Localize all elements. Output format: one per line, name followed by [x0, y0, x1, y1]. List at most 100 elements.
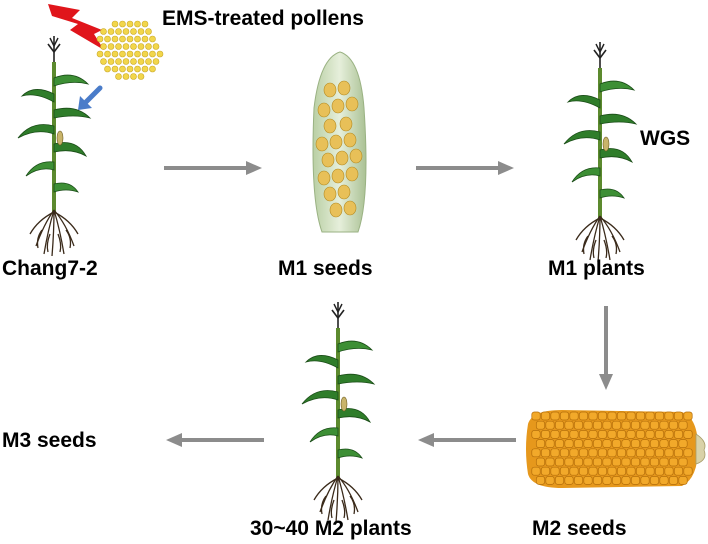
kernel: [673, 411, 684, 421]
kernel: [545, 457, 555, 467]
pollen-grain: [122, 58, 130, 65]
kernel: [597, 411, 608, 421]
kernel: [535, 420, 546, 430]
kernel: [640, 439, 650, 448]
kernel: [668, 420, 679, 430]
kernel: [343, 200, 357, 216]
pollen-grain: [122, 73, 130, 80]
kernel: [621, 476, 631, 485]
label-ems-pollen: EMS-treated pollens: [162, 7, 364, 30]
kernel: [573, 457, 584, 467]
pollen-grain: [126, 50, 134, 58]
pollen-grain: [141, 20, 149, 28]
kernel: [592, 457, 603, 467]
kernel: [331, 168, 345, 184]
kernel: [550, 411, 560, 421]
kernel: [635, 466, 646, 476]
kernel: [607, 448, 617, 458]
pollen-grain: [137, 58, 145, 65]
kernel: [550, 430, 560, 439]
pollen-grain: [134, 50, 141, 58]
kernel: [569, 411, 579, 421]
kernel: [531, 448, 541, 458]
kernel: [659, 476, 669, 485]
kernel: [545, 420, 555, 430]
arrow-m1seeds-to-m1plants: [416, 161, 514, 175]
pollen-grain: [115, 58, 122, 65]
kernel: [645, 411, 655, 421]
kernel: [554, 439, 565, 448]
kernel: [664, 430, 674, 439]
kernel: [630, 476, 641, 485]
kernel: [668, 457, 679, 467]
kernel: [578, 430, 589, 439]
kernel: [531, 411, 541, 421]
kernel: [550, 466, 560, 476]
pollen-grain: [111, 65, 119, 73]
kernel: [588, 448, 598, 458]
kernel: [602, 420, 612, 430]
kernel: [621, 457, 631, 467]
kernel: [611, 457, 622, 467]
kernel: [649, 476, 660, 485]
kernel: [569, 448, 579, 458]
kernel: [345, 166, 359, 182]
kernel: [626, 466, 636, 476]
kernel: [554, 457, 565, 467]
pollen-grain: [119, 35, 126, 43]
kernel: [668, 439, 679, 448]
kernel: [630, 457, 641, 467]
kernel: [337, 184, 351, 200]
pollen-grain: [115, 43, 122, 50]
m2-corn-ear-icon: [526, 410, 706, 488]
pollen-grain: [126, 20, 134, 28]
kernel: [559, 411, 570, 421]
arrow-m2plants-to-m3seeds: [166, 433, 264, 447]
kernel: [578, 411, 589, 421]
pollen-grain: [130, 28, 137, 35]
kernel: [645, 466, 655, 476]
pollen-grain: [156, 50, 164, 58]
arrow-chang-to-m1seeds: [164, 161, 262, 175]
kernel: [540, 466, 551, 476]
label-wgs: WGS: [640, 127, 691, 150]
kernel: [616, 430, 627, 439]
kernel: [335, 150, 349, 166]
pollen-grain: [107, 28, 115, 35]
kernel: [569, 466, 579, 476]
pollen-grain: [111, 35, 119, 43]
kernel: [602, 476, 612, 485]
pollen-grain: [149, 35, 156, 43]
kernel: [339, 116, 353, 132]
pollen-grain: [96, 50, 104, 58]
kernel: [588, 430, 598, 439]
kernel: [545, 476, 555, 485]
kernel: [678, 439, 688, 448]
pollen-grain: [145, 28, 152, 35]
kernel: [640, 420, 650, 430]
kernel: [654, 430, 665, 439]
kernel: [337, 80, 351, 96]
kernel: [683, 466, 693, 476]
kernel: [654, 466, 665, 476]
kernel: [540, 411, 551, 421]
kernel: [343, 132, 357, 148]
kernel: [329, 202, 343, 218]
kernel: [635, 411, 646, 421]
pollen-grain: [134, 20, 141, 28]
kernel: [315, 136, 329, 152]
pollen-grain: [100, 58, 107, 65]
kernel: [592, 476, 603, 485]
pollen-grain: [141, 50, 149, 58]
kernel: [645, 430, 655, 439]
kernel: [649, 439, 660, 448]
pollen-grain: [104, 35, 111, 43]
pollen-grain: [152, 58, 160, 65]
kernel: [559, 448, 570, 458]
kernel: [607, 466, 617, 476]
kernel: [673, 448, 684, 458]
kernel: [564, 457, 574, 467]
pollen-grain: [122, 43, 130, 50]
kernel: [659, 457, 669, 467]
